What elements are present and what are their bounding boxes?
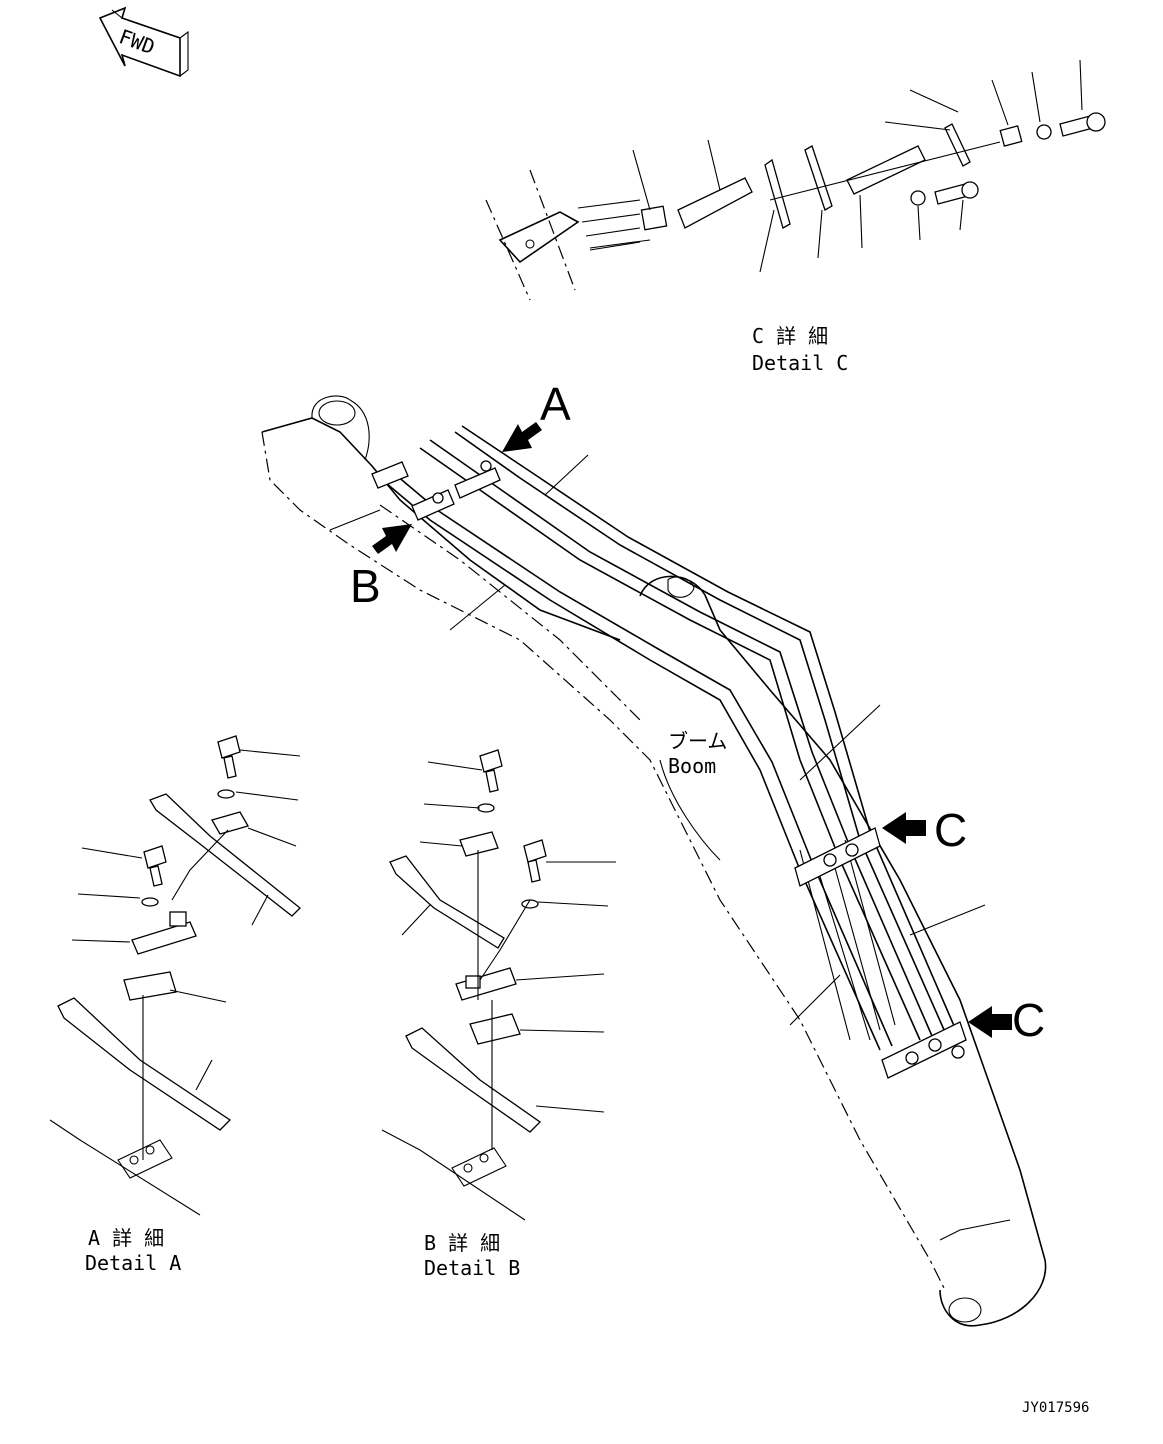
detail-b-assembly (381, 749, 616, 1221)
drawing-code: JY017596 (1022, 1400, 1089, 1416)
callout-arrow-a-icon (502, 422, 542, 452)
callout-c1-label: C (934, 804, 967, 856)
forward-arrow-icon: FWD (98, 6, 189, 78)
callout-arrow-c2-icon (968, 1006, 1012, 1038)
fwd-label: FWD (116, 24, 158, 59)
detail-b-jp-label: B 詳 細 (424, 1231, 500, 1255)
detail-c-assembly (485, 59, 1106, 301)
boom-body (261, 395, 1047, 1327)
hose-clamps (371, 460, 967, 1079)
detail-b-en-label: Detail B (424, 1256, 520, 1280)
boom-en-label: Boom (668, 754, 716, 778)
callout-b-label: B (350, 560, 381, 612)
hydraulic-hoses (379, 425, 956, 1051)
detail-c-en-label: Detail C (752, 351, 848, 375)
detail-c-jp-label: C 詳 細 (752, 324, 828, 348)
detail-a-en-label: Detail A (85, 1251, 181, 1275)
callout-c2-label: C (1012, 994, 1045, 1046)
callout-a-label: A (540, 378, 571, 430)
callout-arrow-c1-icon (882, 812, 926, 844)
boom-jp-label: ブーム (668, 729, 727, 753)
callout-arrow-b-icon (372, 524, 412, 554)
detail-a-assembly (49, 735, 301, 1216)
detail-a-jp-label: A 詳 細 (88, 1226, 164, 1250)
